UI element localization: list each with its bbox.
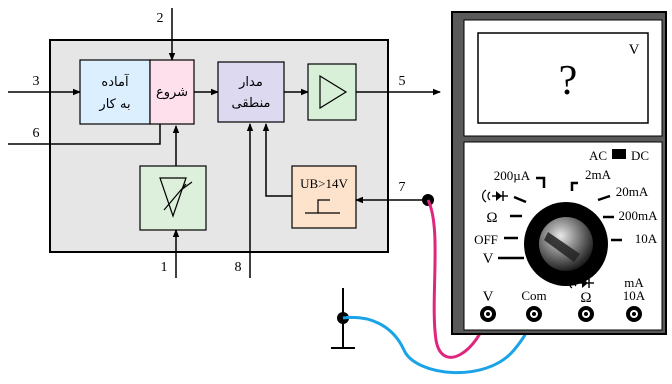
comparator-hysteresis-symbol: [305, 199, 330, 214]
display-value: ?: [559, 58, 578, 104]
ready-block: [79, 59, 151, 125]
range-2ma-label[interactable]: 2mA: [585, 167, 612, 182]
pin7-line: [8, 124, 161, 145]
blue-probe-wire: [342, 313, 536, 374]
ac-dc-switch[interactable]: [612, 149, 626, 159]
ready-block-label-line1: آماده: [101, 73, 130, 90]
jack-ohm-label: Ω: [580, 290, 591, 306]
pin6-label: 7: [399, 180, 406, 195]
pin3-label: 3: [33, 74, 40, 89]
range-20ma-tick: [597, 194, 611, 202]
pin7-label: 6: [33, 126, 40, 141]
display-unit: V: [629, 42, 640, 58]
start-block-label: شروع: [156, 85, 188, 100]
ac-label: AC: [589, 148, 607, 163]
jack-ma-10a[interactable]: [626, 306, 642, 322]
range-volt-label[interactable]: V: [483, 251, 494, 267]
display-screen: [477, 32, 649, 124]
sensor-amp-symbol: [159, 177, 187, 218]
logic-block-label-line1: مدار: [238, 75, 263, 90]
jack-ohm-continuity-icon: [568, 277, 594, 289]
range-200ma-label[interactable]: 200mA: [619, 208, 659, 223]
sensor-adjust-arrow-tip: [180, 181, 193, 191]
comparator-output-line: [262, 123, 292, 197]
pin2-label: 2: [157, 11, 164, 26]
red-probe-wire: [426, 199, 490, 359]
range-20ma-label[interactable]: 20mA: [616, 184, 649, 199]
comparator-block: [291, 165, 357, 229]
jack-com-label: Com: [521, 288, 546, 303]
range-200ua-label[interactable]: 200µA: [494, 168, 531, 183]
range-10a-label[interactable]: 10A: [635, 231, 658, 246]
jack-v[interactable]: [480, 306, 496, 322]
range-200ua-tick: [536, 176, 546, 188]
range-continuity-icon[interactable]: [482, 189, 508, 203]
logic-block-label-line2: منطقی: [232, 96, 271, 111]
jack-com[interactable]: [526, 306, 542, 322]
amplifier-symbol: [319, 74, 348, 110]
pin1-label: 1: [161, 260, 168, 275]
jack-10a-label: 10A: [623, 288, 646, 303]
pin5-label: 5: [399, 74, 406, 89]
range-2ma-tick: [570, 181, 578, 191]
jack-ohm[interactable]: [578, 306, 594, 322]
rotary-knob[interactable]: [539, 217, 593, 271]
range-continuity-tick: [513, 195, 527, 204]
range-off-label[interactable]: OFF: [474, 232, 498, 247]
jack-ma-label: mA: [624, 275, 644, 290]
sensor-block: [139, 165, 207, 231]
comparator-label: UB>14V: [300, 176, 348, 191]
amplifier-block: [307, 63, 357, 121]
jack-v-label: V: [483, 289, 494, 305]
ready-block-label-line2: به کار: [98, 97, 130, 112]
rotary-knob-pointer: [544, 232, 580, 262]
logic-block: [217, 61, 285, 123]
range-ohm-label[interactable]: Ω: [486, 210, 497, 226]
dc-label: DC: [631, 148, 649, 163]
pin8-label: 8: [235, 260, 242, 275]
